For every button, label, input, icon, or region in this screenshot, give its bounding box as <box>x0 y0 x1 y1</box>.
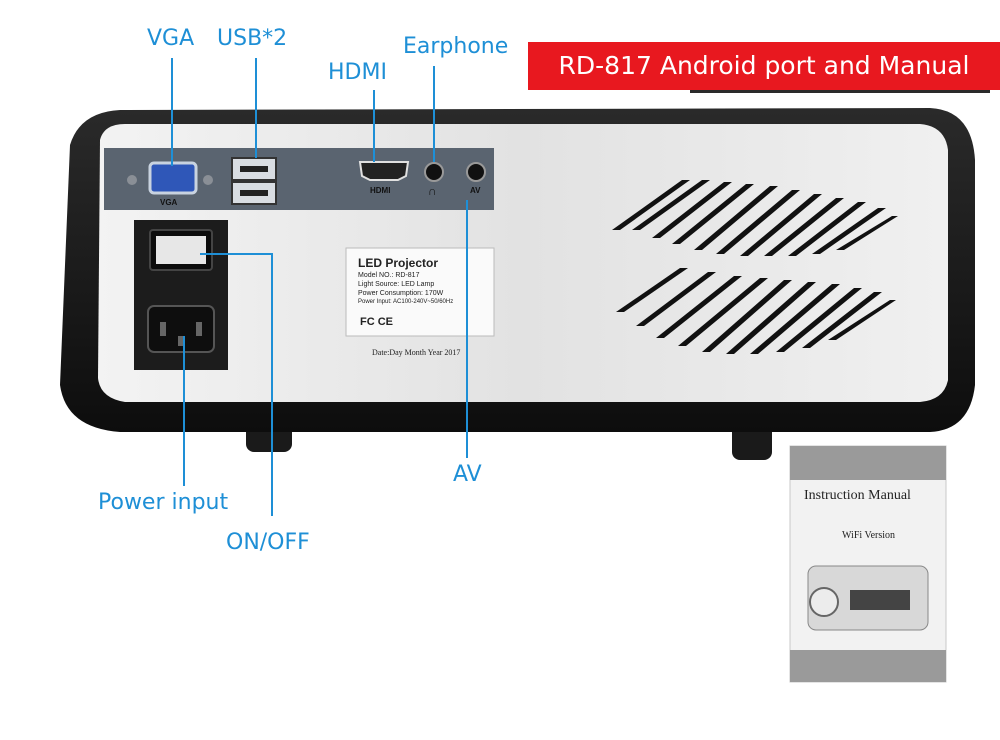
earphone-leader-line <box>433 66 435 162</box>
manual-title: Instruction Manual <box>804 488 911 503</box>
sticker-date-line: Date:Day Month Year 2017 <box>372 348 461 357</box>
usb-callout: USB*2 <box>217 26 288 51</box>
vga-callout: VGA <box>147 26 195 51</box>
headphone-icon: ∩ <box>428 184 437 198</box>
sticker-marks: FC CE <box>360 316 393 328</box>
hdmi-port-label: HDMI <box>370 186 391 195</box>
av-port-label: AV <box>470 186 481 195</box>
sticker-title: LED Projector <box>358 256 439 270</box>
vent-grille-lower <box>616 268 896 354</box>
av-jack <box>466 162 486 182</box>
vga-port <box>148 161 198 195</box>
av-leader-line <box>466 200 468 458</box>
vent-grille-upper <box>612 180 898 256</box>
sticker-light-source: Light Source: LED Lamp <box>358 281 435 288</box>
vga-leader-line <box>171 58 173 166</box>
usb-leader-line <box>255 58 257 158</box>
manual-subtitle: WiFi Version <box>842 530 896 541</box>
model-banner: RD-817 Android port and Manual <box>528 42 1000 90</box>
hdmi-callout: HDMI <box>328 60 387 85</box>
rating-sticker <box>345 247 495 337</box>
earphone-callout: Earphone <box>403 34 509 59</box>
onoff-leader-horizontal <box>200 253 272 255</box>
hdmi-port <box>358 161 410 181</box>
hdmi-leader-line <box>373 90 375 162</box>
manual-booklet <box>789 445 947 683</box>
power-input-leader-line <box>183 336 185 486</box>
sticker-power-input: Power Input: AC100-240V~50/60Hz <box>358 299 454 305</box>
earphone-jack <box>424 162 444 182</box>
power-input-callout: Power input <box>98 490 229 515</box>
sticker-model: Model NO.: RD-817 <box>358 272 420 279</box>
vga-port-label: VGA <box>160 198 178 207</box>
onoff-callout: ON/OFF <box>226 530 310 555</box>
sticker-power-consumption: Power Consumption: 170W <box>358 290 444 297</box>
power-socket <box>147 305 215 353</box>
av-callout: AV <box>453 462 482 487</box>
banner-shadow <box>690 88 990 93</box>
onoff-leader-vertical <box>271 253 273 516</box>
